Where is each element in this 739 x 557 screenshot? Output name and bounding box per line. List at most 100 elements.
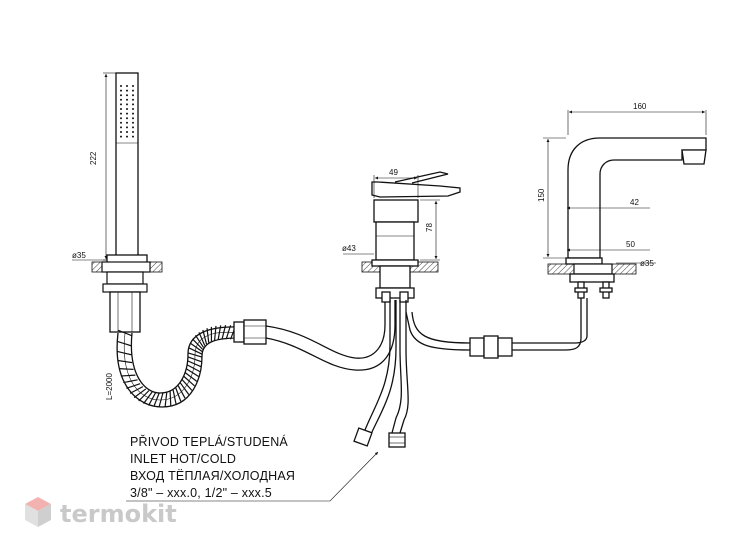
hose-coil	[148, 392, 157, 406]
mixer-width-label: 49	[389, 168, 398, 177]
mixer-diameter-label: ø43	[342, 244, 356, 253]
mixer: 49 78 ø43	[342, 168, 471, 448]
spray-dot	[120, 121, 122, 124]
hose-coil	[206, 328, 210, 343]
hose-coil	[158, 392, 164, 408]
spout: 160 150 42 50 ø35	[469, 102, 707, 359]
spray-dot	[126, 117, 128, 120]
spray-dot	[120, 112, 122, 115]
inlet-connector-left	[353, 427, 373, 447]
hose-coil	[221, 325, 227, 340]
spray-dot	[132, 117, 134, 120]
inlet-note-line1: PŘIVOD TEPLÁ/STUDENÁ	[130, 434, 288, 449]
spray-dot	[126, 85, 128, 87]
spray-dot	[120, 98, 122, 101]
hose-coil	[213, 325, 217, 341]
spray-dot	[126, 98, 128, 101]
spray-dot	[120, 85, 122, 87]
inlet-note-line2: INLET HOT/COLD	[130, 452, 236, 466]
handshower-length-label: 222	[89, 151, 98, 165]
hose-coil	[117, 359, 133, 364]
spray-dot	[120, 103, 122, 106]
handshower-diameter-label: ø35	[72, 251, 86, 260]
hose-coil	[129, 386, 144, 394]
holder-shank	[109, 291, 141, 333]
spray-dot	[132, 112, 134, 115]
spray-dot	[132, 85, 134, 87]
hose-coil	[117, 340, 132, 347]
hose-coil	[187, 360, 202, 368]
inlet-leader-line	[126, 451, 379, 502]
hose-coil	[202, 329, 208, 345]
hose-coil	[187, 352, 203, 358]
hose-coil	[177, 385, 186, 399]
hose-coil	[181, 379, 193, 391]
mixer-lever	[371, 181, 461, 198]
inlet-note-line4: 3/8" – xxx.0, 1/2" – xxx.5	[130, 486, 272, 500]
spray-dot	[126, 121, 128, 124]
spray-dot	[132, 131, 134, 133]
shower-hose: L=2000	[105, 300, 396, 408]
hose-coil	[175, 387, 182, 402]
spray-dot	[120, 117, 122, 120]
hose-coil	[117, 329, 133, 337]
spray-dot	[126, 103, 128, 106]
hose-coil	[164, 392, 168, 407]
inlet-note: PŘIVOD TEPLÁ/STUDENÁ INLET HOT/COLD ВХОД…	[126, 434, 379, 502]
mixer-height-label: 78	[425, 223, 434, 232]
hose-coil	[117, 350, 132, 356]
hose-coil	[183, 375, 195, 387]
hose-coil	[133, 388, 147, 399]
hose-coil	[185, 368, 199, 378]
hose-coil	[120, 374, 136, 377]
spray-dot	[126, 131, 128, 133]
hose-coil	[188, 347, 203, 355]
spray-dot	[132, 126, 134, 129]
spray-dot	[126, 135, 128, 138]
hose-coil	[194, 334, 205, 348]
inlet-connector-right	[388, 432, 406, 448]
spray-dot	[120, 131, 122, 133]
spray-nozzles	[120, 85, 134, 138]
termokit-logo: termokit	[25, 497, 177, 528]
hose-coil	[189, 342, 203, 353]
spray-dot	[126, 112, 128, 115]
spray-dot	[132, 98, 134, 101]
spout-height-label: 150	[537, 188, 546, 202]
cube-icon	[25, 497, 51, 527]
hose-coil	[118, 368, 134, 370]
watermark-text: termokit	[60, 500, 177, 528]
spray-dot	[120, 126, 122, 129]
hose-coil	[186, 364, 201, 373]
hose-coil	[198, 332, 206, 346]
spray-dot	[126, 94, 128, 97]
spout-width-label: 42	[630, 198, 639, 207]
hose-coil	[126, 383, 141, 389]
spray-dot	[132, 103, 134, 106]
spray-dot	[132, 135, 134, 138]
hose-coil	[192, 338, 204, 350]
inlet-note-line3: ВХОД ТЁПЛАЯ/ХОЛОДНАЯ	[130, 469, 295, 483]
hose-coil	[123, 379, 138, 384]
spray-dot	[126, 108, 128, 110]
spout-base-width-label: 50	[626, 240, 635, 249]
hose-coil	[187, 356, 202, 363]
spout-diameter-label: ø35	[640, 259, 654, 268]
hose-coil	[138, 390, 150, 402]
tube-connector	[469, 337, 485, 357]
spray-dot	[120, 89, 122, 92]
hose-length-label: L=2000	[105, 373, 114, 400]
spout-reach-label: 160	[633, 102, 647, 111]
handshower-handle	[115, 72, 139, 261]
mixer-shank	[379, 265, 411, 289]
spout-aerator	[681, 149, 707, 165]
hose-coil	[153, 392, 160, 407]
mixer-body	[375, 221, 415, 261]
hose-coil	[179, 382, 190, 395]
hose-coil	[143, 391, 153, 404]
hose-nut	[233, 321, 245, 343]
spray-dot	[120, 108, 122, 110]
hose-coil	[225, 325, 232, 340]
spray-dot	[132, 89, 134, 92]
